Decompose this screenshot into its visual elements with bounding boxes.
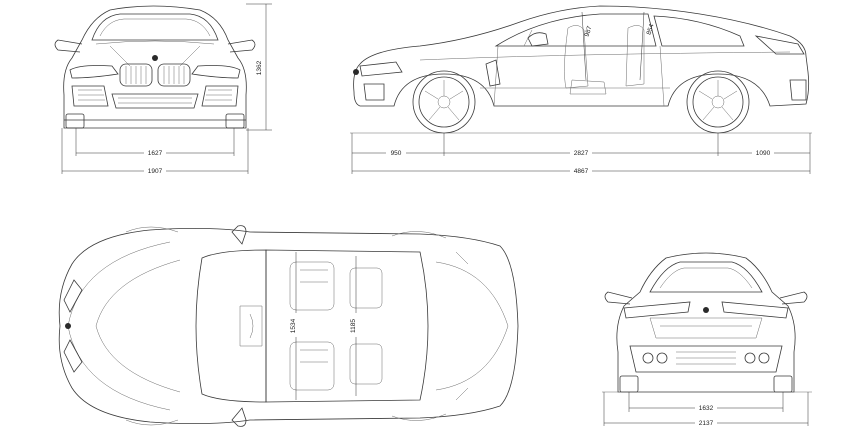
front-track-label: 1627 xyxy=(148,150,163,157)
rear-track-label: 1632 xyxy=(699,405,714,412)
side-wheelbase-label: 2827 xyxy=(574,150,589,157)
top-front-shoulder-label: 1534 xyxy=(290,318,297,333)
side-front-headroom-label: 987 xyxy=(584,25,594,38)
side-view: 987 854 950 2827 1090 4867 xyxy=(350,5,812,175)
rear-width-label: 2137 xyxy=(699,420,714,427)
side-front-overhang-label: 950 xyxy=(391,150,402,157)
side-length-label: 4867 xyxy=(574,168,589,175)
front-view: 1362 1627 1907 xyxy=(54,3,272,175)
rear-view: 1632 2137 xyxy=(602,252,812,427)
front-height-label: 1362 xyxy=(256,60,263,75)
side-rear-overhang-label: 1090 xyxy=(756,150,771,157)
top-rear-shoulder-label: 1185 xyxy=(350,319,357,333)
top-view: 1534 1185 xyxy=(58,225,519,427)
side-rear-headroom-label: 854 xyxy=(646,23,656,36)
front-width-label: 1907 xyxy=(148,168,163,175)
